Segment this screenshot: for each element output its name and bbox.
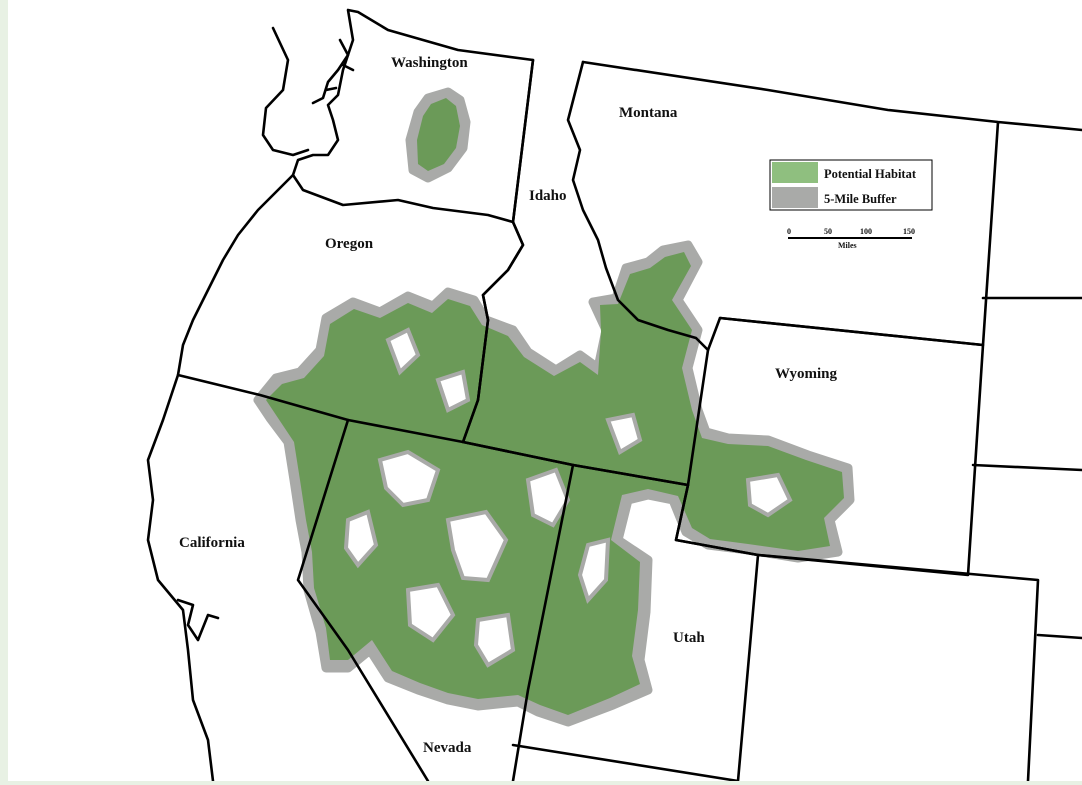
gap-10	[473, 612, 516, 668]
label-idaho: Idaho	[529, 188, 567, 204]
gap-1	[377, 449, 441, 508]
boundary-washington	[291, 8, 535, 224]
label-utah: Utah	[673, 630, 705, 646]
label-montana: Montana	[619, 105, 678, 121]
legend: Potential Habitat 5-Mile Buffer	[769, 159, 933, 211]
scale-tick-50: 50	[824, 227, 832, 236]
label-wyoming: Wyoming	[775, 366, 837, 382]
label-nevada: Nevada	[423, 740, 472, 756]
scale-bar: 0 50 100 150 Miles	[787, 227, 915, 250]
habitat-washington	[417, 98, 460, 171]
gap-2	[445, 509, 509, 583]
label-washington: Washington	[391, 55, 468, 71]
scale-tick-0: 0	[787, 227, 791, 236]
habitat-gaps	[343, 327, 793, 668]
gap-5	[525, 467, 571, 528]
puget-sound	[311, 38, 355, 105]
boundary-idaho	[461, 58, 710, 487]
coast-washington	[261, 26, 310, 157]
scale-unit: Miles	[838, 241, 857, 250]
gap-8	[605, 412, 643, 455]
scale-tick-100: 100	[860, 227, 872, 236]
legend-label-habitat: Potential Habitat	[824, 167, 917, 181]
boundary-california	[146, 373, 215, 781]
gap-3	[343, 509, 379, 569]
habitat-map: Washington Oregon Idaho Montana Wyoming …	[146, 8, 1082, 781]
boundary-east	[756, 296, 1082, 781]
state-labels: Washington Oregon Idaho Montana Wyoming …	[179, 55, 837, 756]
label-california: California	[179, 535, 245, 551]
gap-9	[745, 472, 793, 518]
legend-swatch-buffer	[772, 187, 818, 208]
scale-tick-150: 150	[903, 227, 915, 236]
boundary-utah	[511, 463, 760, 781]
sf-bay	[176, 598, 220, 642]
legend-swatch-habitat	[772, 162, 818, 183]
boundary-nevada	[296, 418, 575, 781]
state-boundaries	[146, 8, 1082, 781]
gap-11	[435, 369, 471, 413]
map-frame: Washington Oregon Idaho Montana Wyoming …	[8, 0, 1082, 781]
legend-label-buffer: 5-Mile Buffer	[824, 192, 897, 206]
label-oregon: Oregon	[325, 236, 374, 252]
gap-6	[577, 537, 611, 604]
gap-4	[405, 582, 456, 643]
gap-7	[385, 327, 421, 376]
